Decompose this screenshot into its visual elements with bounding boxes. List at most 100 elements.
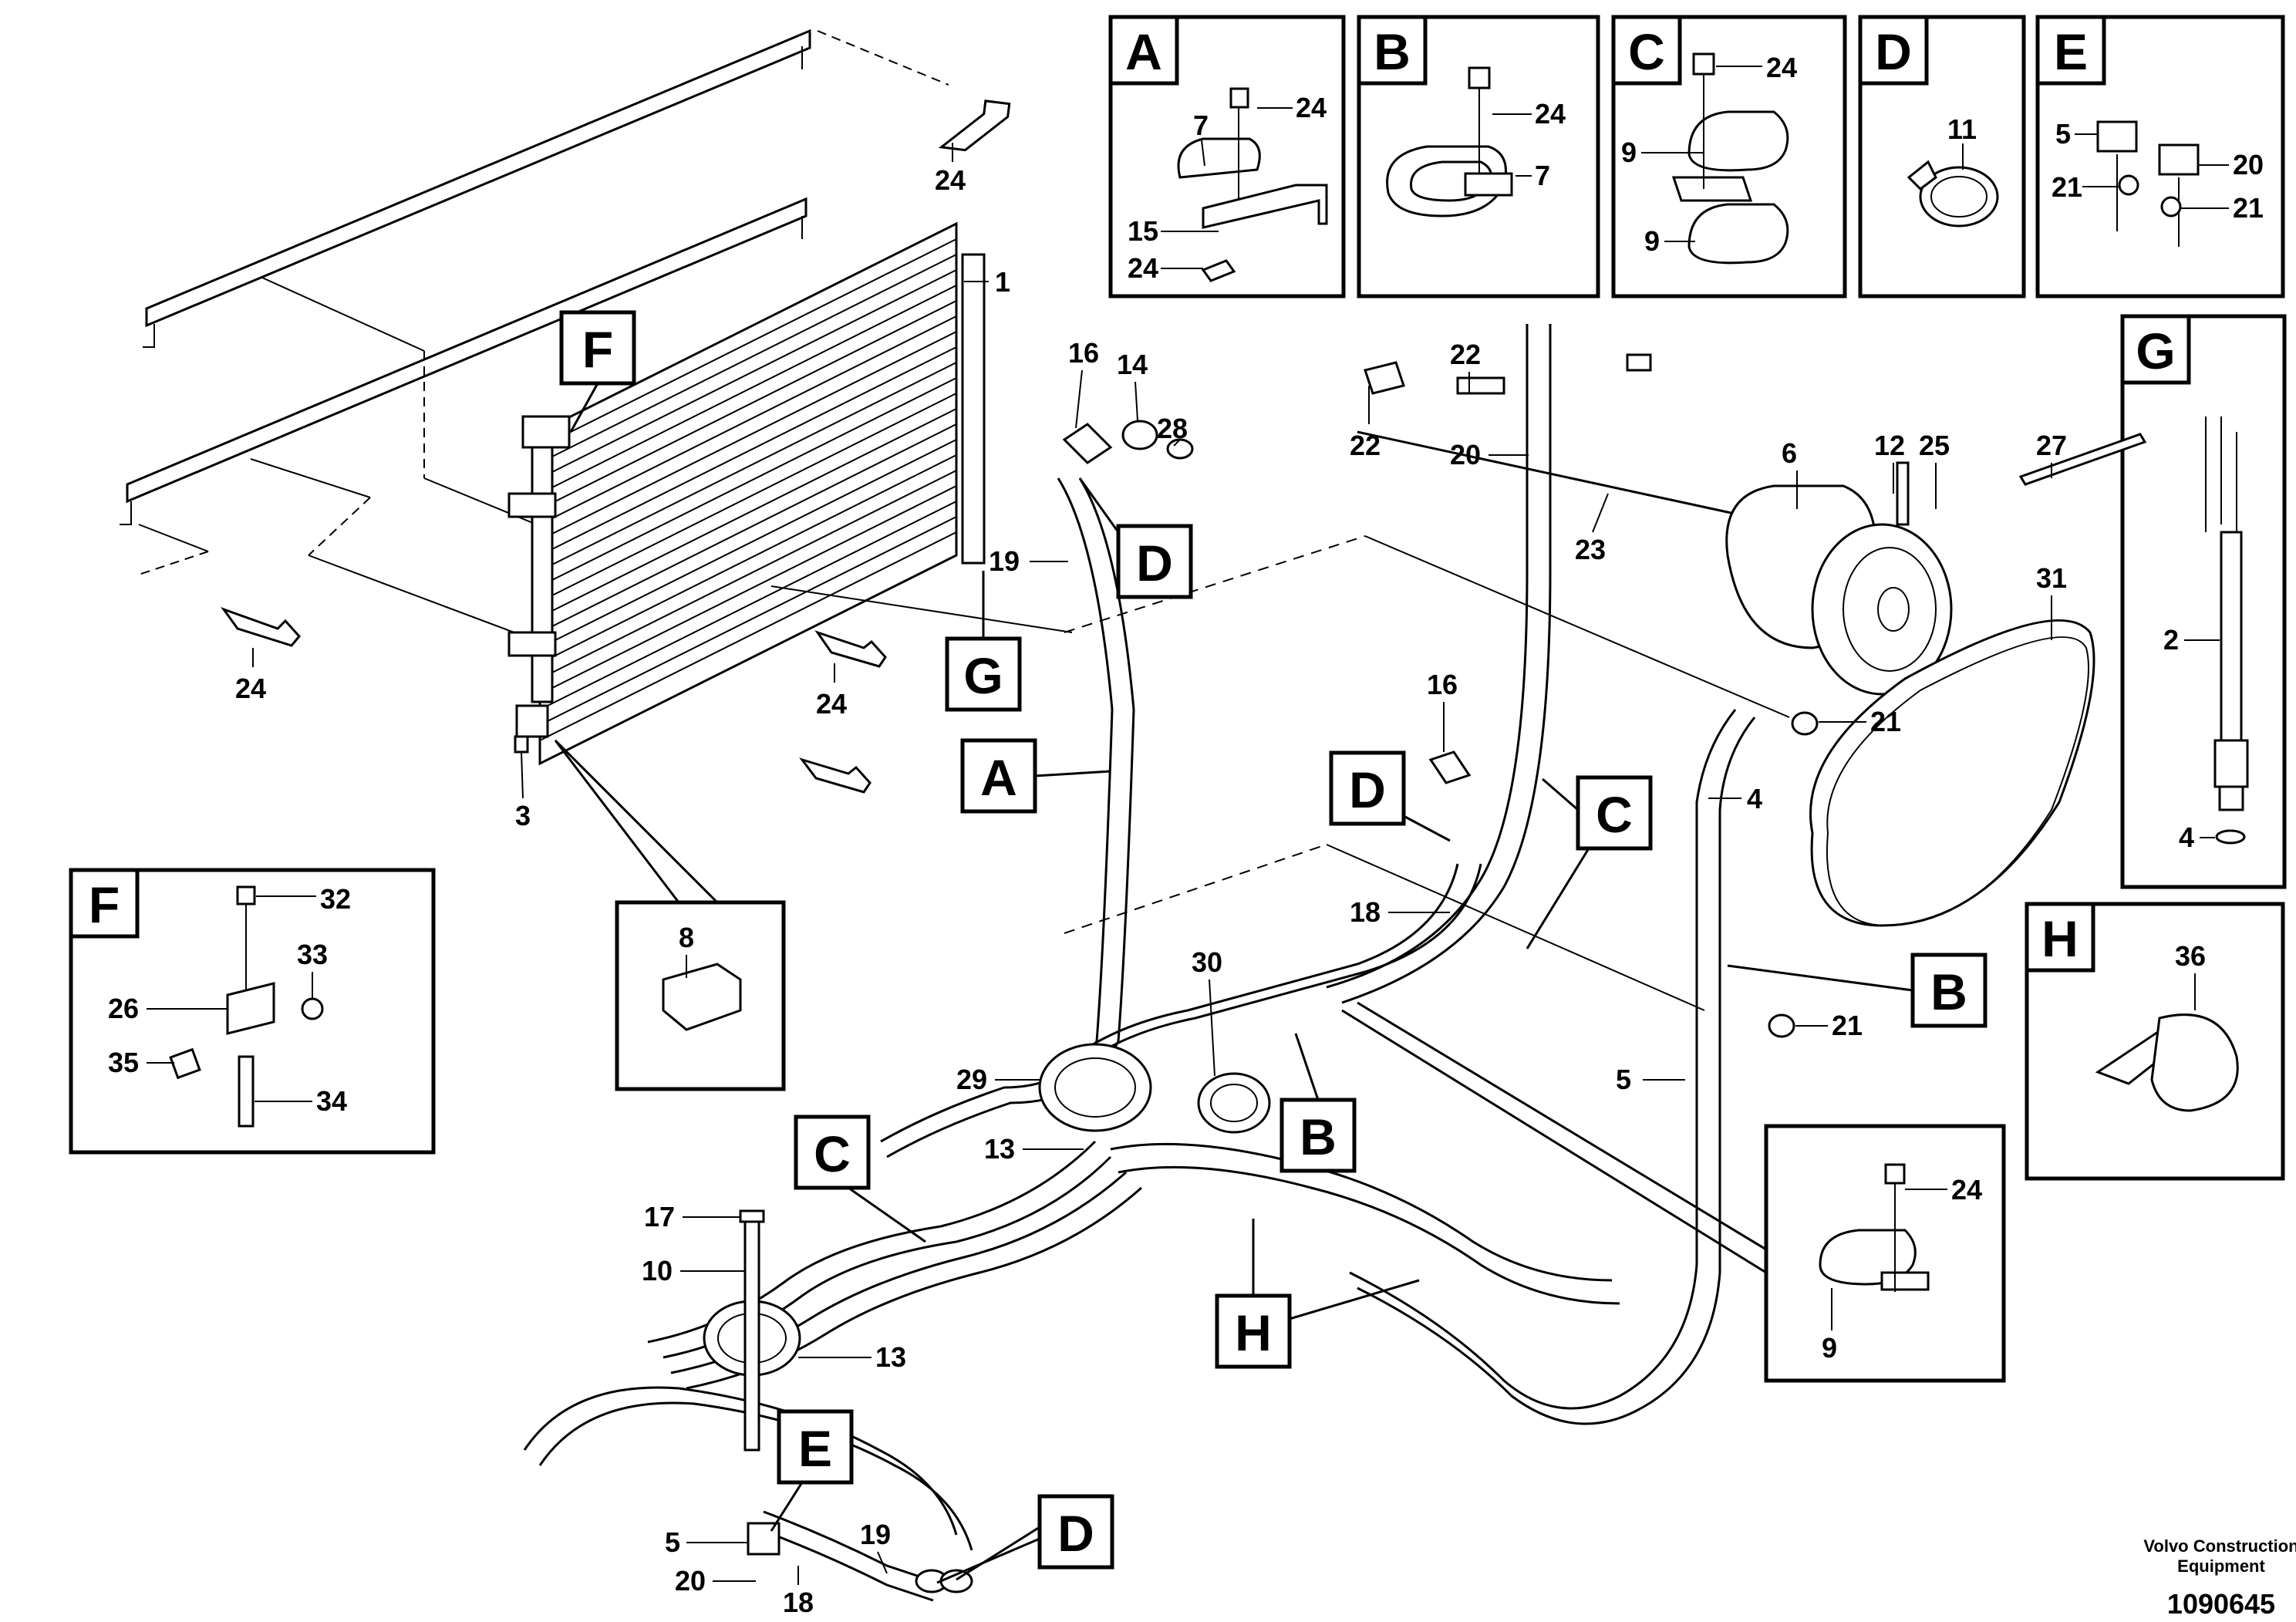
tag-d-main-mid: D xyxy=(1329,750,1451,842)
tag-g-main: G xyxy=(945,571,1022,712)
callout-number: 17 xyxy=(644,1201,675,1233)
detail-box-a: A 7 24 15 24 xyxy=(1108,15,1346,298)
bolt-24-low xyxy=(799,757,872,794)
pressure-switch-8 xyxy=(662,963,742,1031)
callout-number: 19 xyxy=(860,1519,891,1550)
callout-number: 7 xyxy=(1193,110,1209,141)
callout-number: 5 xyxy=(1616,1064,1631,1095)
tag-h-main: H xyxy=(1215,1219,1420,1369)
tag-d-main-top: D xyxy=(1078,477,1193,599)
detail-box-e: E 5 20 21 21 xyxy=(2035,15,2285,298)
clip-5 xyxy=(2096,120,2138,153)
mounting-rails xyxy=(120,29,811,649)
callout-number: 9 xyxy=(1822,1332,1837,1364)
detail-box-c-tag: C xyxy=(1628,23,1665,80)
o-ring-4 xyxy=(2215,829,2246,845)
callout-number: 32 xyxy=(320,883,351,915)
callout-number: 22 xyxy=(1450,339,1481,370)
callout-number: 21 xyxy=(1870,706,1901,737)
callout-number: 24 xyxy=(1951,1174,1982,1206)
callout-number: 22 xyxy=(1350,430,1381,461)
hose-18 xyxy=(1064,863,1482,1074)
tag-f-main: F xyxy=(559,310,636,433)
callout-number: 3 xyxy=(515,800,531,831)
callout-number: 20 xyxy=(2233,149,2264,180)
clip-20 xyxy=(2158,143,2200,176)
credit-line1: Volvo Construction xyxy=(2143,1536,2296,1556)
tag-b-main-mid: B xyxy=(1279,1033,1357,1173)
credit-line2: Equipment xyxy=(2177,1556,2265,1576)
tag-d-main-bottom: D xyxy=(936,1494,1114,1584)
rod-10 xyxy=(743,1217,760,1452)
callout-number: 12 xyxy=(1874,430,1905,461)
callout-number: 16 xyxy=(1427,669,1458,700)
callout-number: 33 xyxy=(297,939,328,970)
callout-number: 16 xyxy=(1068,337,1099,369)
callout-number: 10 xyxy=(642,1255,673,1286)
detail-tag-letter: B xyxy=(1930,963,1967,1020)
detail-box-a-tag: A xyxy=(1125,23,1162,80)
belt-31 xyxy=(1809,619,2095,927)
detail-box-h: H 36 xyxy=(2025,902,2285,1181)
drawing-number: 1090645 xyxy=(2167,1588,2275,1620)
detail-tag-letter: D xyxy=(1057,1505,1094,1562)
screw-24-lower xyxy=(1201,259,1236,282)
detail-tag-letter: C xyxy=(1596,786,1633,843)
callout-number: 19 xyxy=(989,545,1020,577)
detail-box-d-tag: D xyxy=(1875,23,1912,80)
detail-tag-letter: E xyxy=(798,1420,832,1477)
callout-number: 4 xyxy=(1747,783,1762,814)
bolt-24-top: 24 xyxy=(817,30,1011,196)
detail-box-f: F 32 33 26 35 34 xyxy=(69,868,436,1155)
grommet-9-upper xyxy=(1687,110,1789,172)
grommet-9c xyxy=(1819,1229,1917,1286)
tag-a-main: A xyxy=(960,738,1111,814)
tag-b-main-right: B xyxy=(1727,953,1988,1028)
callout-number: 24 xyxy=(1296,92,1327,123)
callout-number: 31 xyxy=(2036,562,2067,594)
callout-number: 29 xyxy=(956,1064,987,1095)
callout-number: 27 xyxy=(2036,430,2067,461)
detail-box-d: D 11 xyxy=(1858,15,2026,298)
callout-number: 13 xyxy=(984,1133,1015,1165)
bolt-24-left: 24 xyxy=(220,606,301,704)
detail-box-e-tag: E xyxy=(2054,23,2088,80)
bracket-15 xyxy=(1202,184,1328,229)
callout-number: 24 xyxy=(816,688,847,720)
callout-number: 1 xyxy=(995,266,1010,298)
hose-19-main xyxy=(880,477,1135,1158)
detail-tag-letter: G xyxy=(963,647,1003,704)
detail-box-9: 24 9 xyxy=(1764,1124,2006,1383)
callout-number: 26 xyxy=(108,993,139,1024)
clip-17 xyxy=(739,1209,765,1223)
detail-box-b-tag: B xyxy=(1374,23,1411,80)
callout-number: 4 xyxy=(2179,821,2194,853)
callout-number: 24 xyxy=(1766,52,1797,83)
callout-number: 28 xyxy=(1157,413,1188,444)
detail-tag-letter: H xyxy=(1235,1304,1272,1361)
detail-box-h-tag: H xyxy=(2041,910,2079,967)
detail-box-f-tag: F xyxy=(89,876,120,933)
tag-c-main-left: C xyxy=(794,1114,926,1243)
tag-c-main-right: C xyxy=(1526,775,1653,949)
detail-box-g: G 2 4 xyxy=(2120,314,2287,889)
grommet-7 xyxy=(1177,137,1261,179)
compressor-6 xyxy=(1357,430,2147,696)
callout-number: 24 xyxy=(235,673,266,704)
callout-number: 20 xyxy=(1450,439,1481,470)
callout-number: 35 xyxy=(108,1047,139,1078)
grommet-29 xyxy=(1038,1043,1152,1132)
grommet-9-lower xyxy=(1687,203,1789,265)
callout-number: 9 xyxy=(1644,225,1660,257)
detail-box-c: C 24 9 9 xyxy=(1611,15,1847,298)
bracket-26 xyxy=(226,982,275,1035)
callout-number: 13 xyxy=(875,1341,906,1373)
callout-number: 6 xyxy=(1782,437,1797,469)
callout-number: 24 xyxy=(1535,98,1566,130)
callout-number: 5 xyxy=(665,1526,680,1558)
detail-tag-letter: B xyxy=(1300,1108,1337,1165)
callout-number: 9 xyxy=(1621,137,1637,168)
detail-tag-letter: F xyxy=(582,321,613,378)
fittings xyxy=(739,353,1819,1593)
detail-box-8: 8 xyxy=(615,900,786,1091)
